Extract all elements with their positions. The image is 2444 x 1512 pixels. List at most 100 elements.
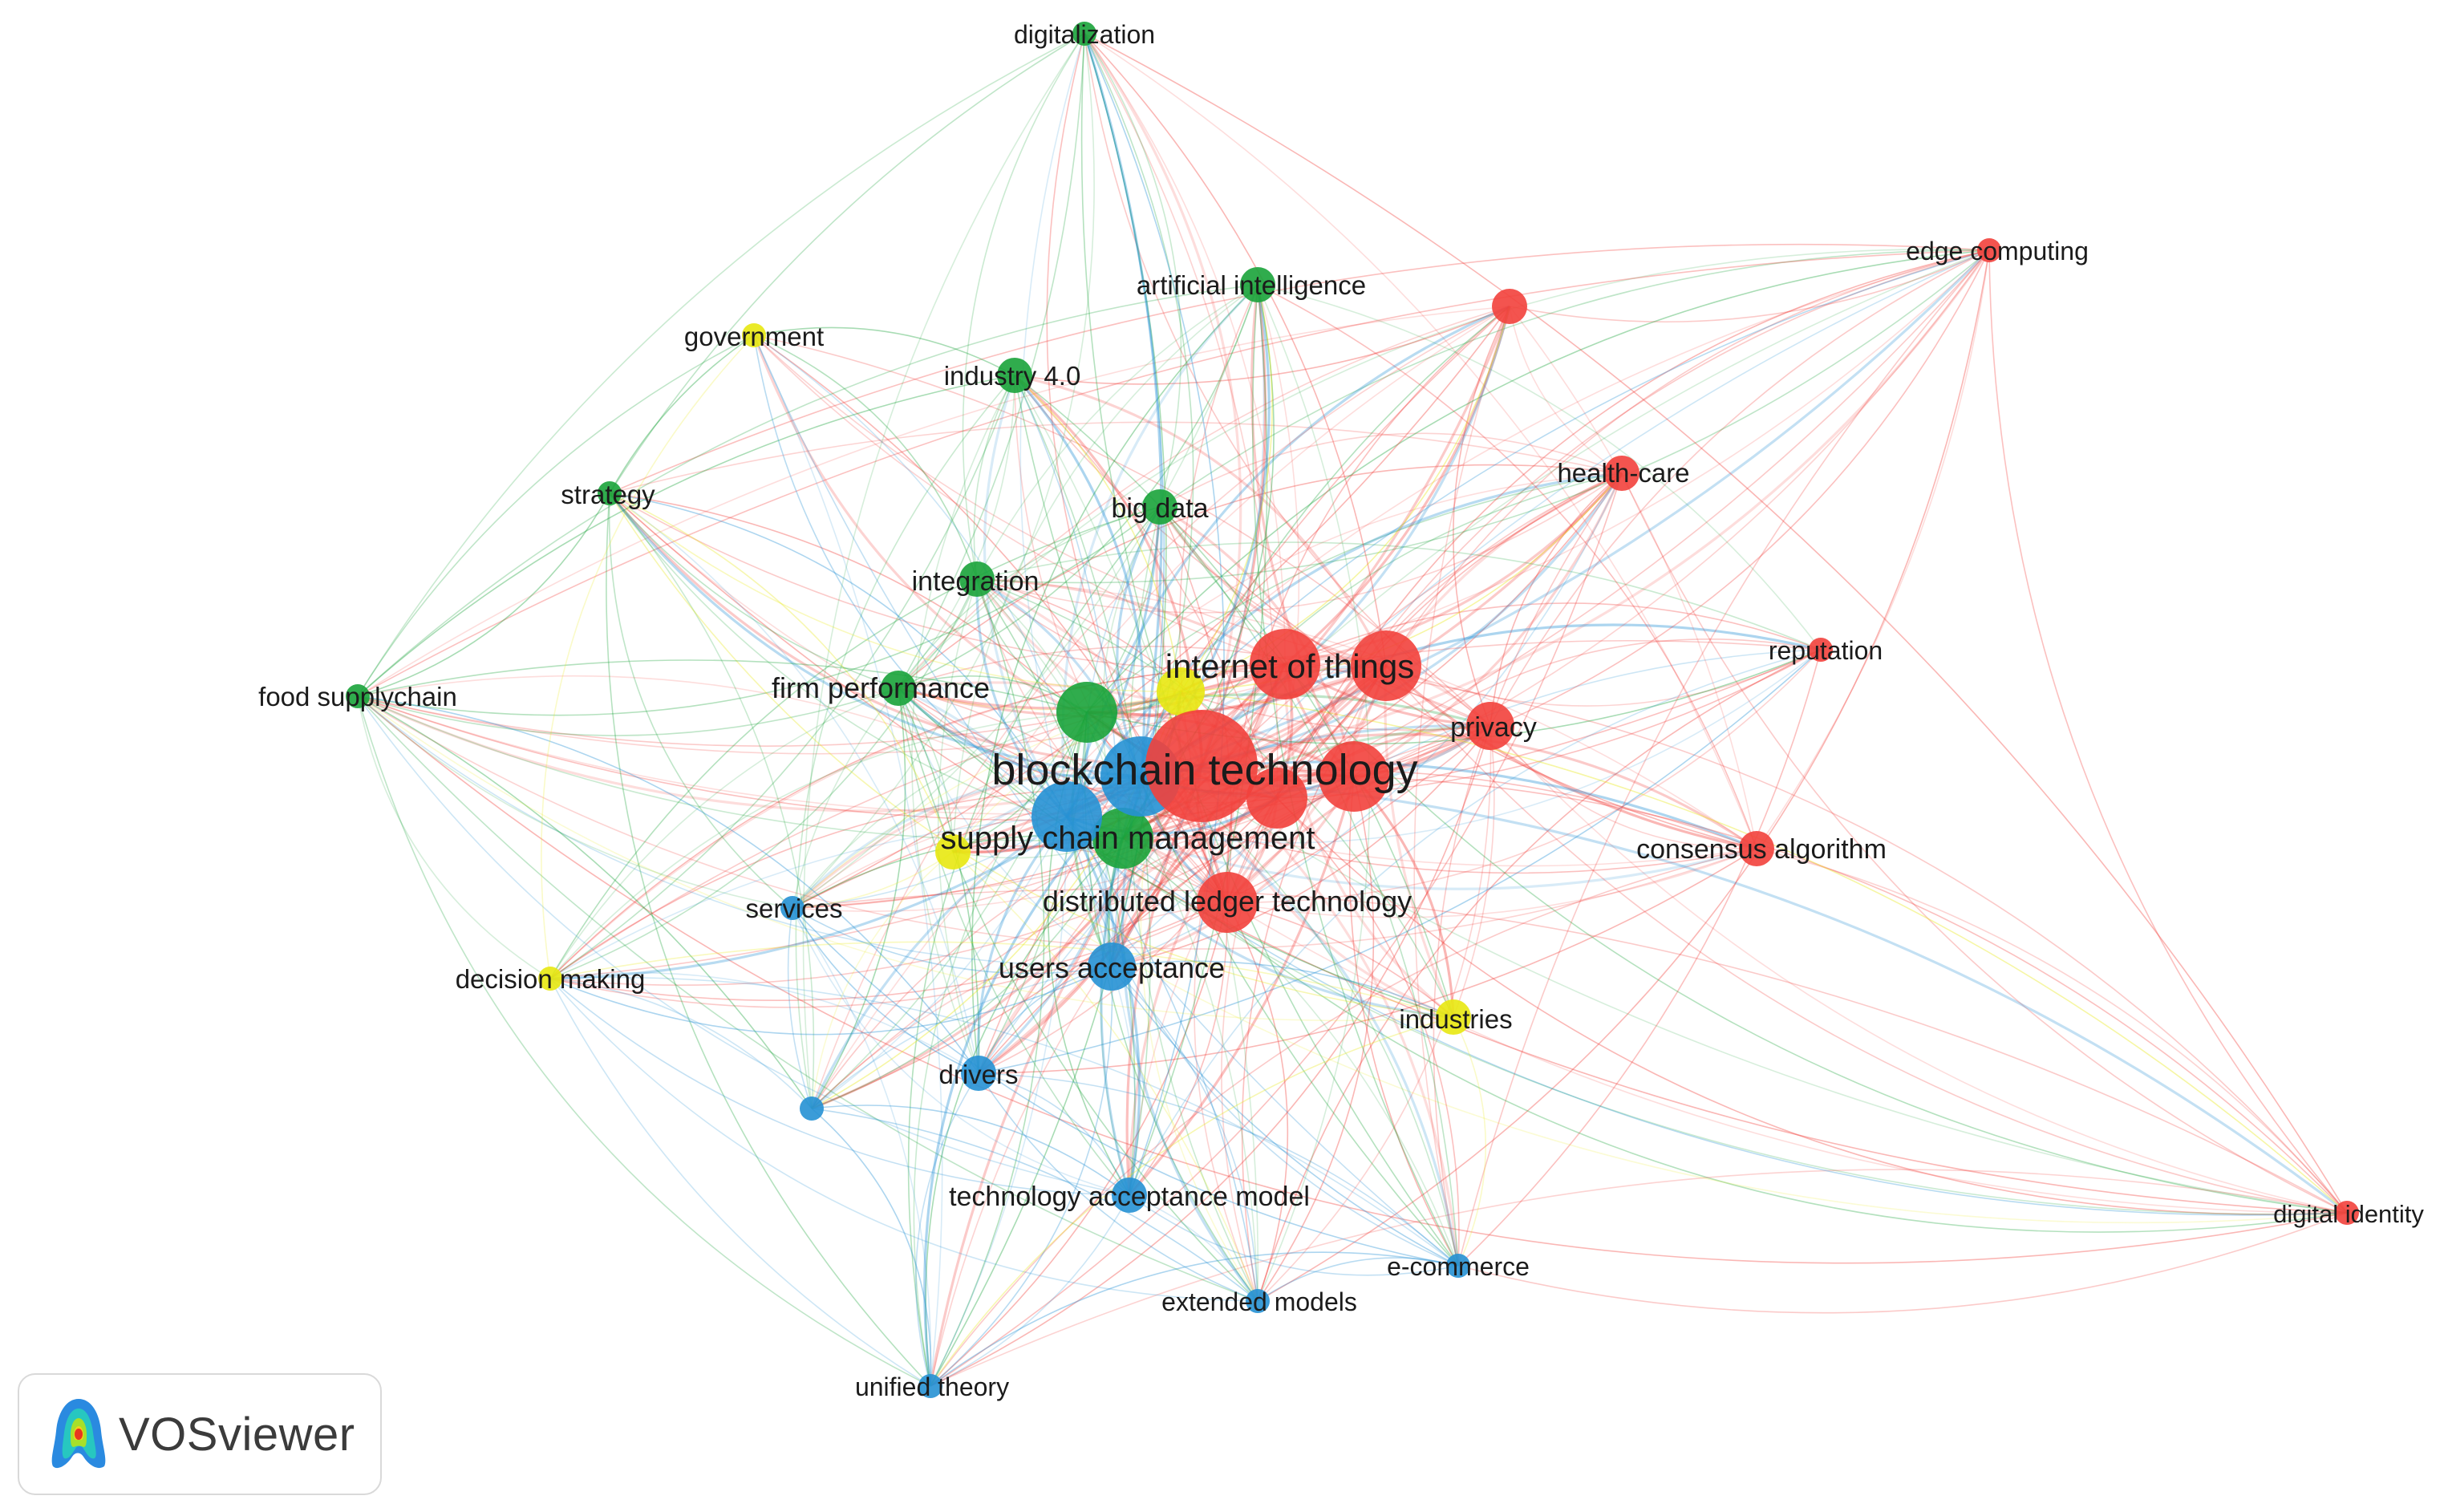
label-distributed-ledger-technology: distributed ledger technology bbox=[1043, 885, 1412, 918]
node-food-supplychain[interactable] bbox=[346, 684, 370, 708]
link-415 bbox=[792, 907, 979, 1074]
link-435 bbox=[1453, 1016, 1487, 1267]
link-269 bbox=[1084, 33, 1194, 839]
node-red-unlabeled-top[interactable] bbox=[1492, 289, 1527, 324]
node-big-data[interactable] bbox=[1142, 489, 1177, 525]
node-red-hub-c[interactable] bbox=[1246, 768, 1307, 829]
link-399 bbox=[930, 966, 1113, 1387]
link-315 bbox=[1084, 33, 1182, 508]
node-red-hub-b[interactable] bbox=[1319, 741, 1389, 812]
node-internet-of-things[interactable] bbox=[1250, 629, 1320, 699]
node-government[interactable] bbox=[742, 323, 766, 347]
link-413 bbox=[811, 1105, 1130, 1196]
link-332 bbox=[983, 375, 1068, 817]
link-6 bbox=[1200, 306, 1511, 768]
link-366 bbox=[609, 334, 755, 494]
link-402 bbox=[811, 966, 1113, 1109]
link-74 bbox=[930, 902, 1228, 1387]
link-404 bbox=[549, 966, 1113, 1036]
link-416 bbox=[792, 907, 1459, 1267]
link-462 bbox=[952, 691, 1181, 853]
link-338 bbox=[357, 284, 1258, 697]
node-extended-models[interactable] bbox=[1246, 1289, 1270, 1313]
link-54 bbox=[1226, 649, 1822, 903]
link-161 bbox=[1276, 249, 1990, 799]
link-109 bbox=[1353, 472, 1623, 778]
link-311 bbox=[975, 578, 1068, 818]
link-394 bbox=[1111, 966, 1137, 1196]
link-376 bbox=[357, 695, 931, 1387]
vosviewer-logo-icon bbox=[51, 1399, 106, 1469]
node-strategy[interactable] bbox=[598, 481, 622, 505]
node-blue-unlabeled-left[interactable] bbox=[800, 1097, 824, 1121]
node-unified-theory[interactable] bbox=[918, 1374, 942, 1398]
link-81 bbox=[952, 845, 1228, 903]
link-361 bbox=[609, 493, 979, 1074]
link-3 bbox=[1201, 472, 1623, 768]
link-414 bbox=[549, 978, 1130, 1196]
link-170 bbox=[978, 249, 1990, 1074]
node-health-care[interactable] bbox=[1604, 456, 1639, 491]
node-yellow-hub-b[interactable] bbox=[935, 834, 971, 870]
node-privacy[interactable] bbox=[1466, 702, 1514, 750]
link-410 bbox=[930, 1194, 1130, 1387]
node-blue-hub-b[interactable] bbox=[1032, 781, 1102, 852]
link-214 bbox=[357, 665, 1387, 755]
link-271 bbox=[357, 695, 1124, 841]
link-347 bbox=[1180, 284, 1273, 692]
node-distributed-ledger-technology[interactable] bbox=[1197, 872, 1258, 933]
node-consensus-algorithm[interactable] bbox=[1739, 831, 1774, 866]
node-digitalization[interactable] bbox=[1072, 22, 1096, 46]
link-241 bbox=[1257, 776, 1375, 1302]
node-services[interactable] bbox=[780, 896, 805, 920]
node-supply-chain-management[interactable] bbox=[1092, 808, 1153, 869]
node-industry-4-0[interactable] bbox=[997, 358, 1032, 393]
node-artificial-intelligence[interactable] bbox=[1240, 267, 1275, 302]
node-red-hub-a[interactable] bbox=[1351, 630, 1421, 701]
link-342 bbox=[971, 284, 1258, 1074]
link-431 bbox=[1140, 775, 1460, 1267]
link-115 bbox=[609, 421, 1623, 494]
node-blockchain-technology[interactable] bbox=[1145, 710, 1258, 822]
node-users-acceptance[interactable] bbox=[1088, 942, 1136, 991]
link-445 bbox=[753, 334, 943, 1387]
label-extended-models: extended models bbox=[1161, 1287, 1357, 1316]
link-373 bbox=[357, 695, 793, 909]
node-green-hub[interactable] bbox=[1056, 682, 1117, 743]
link-395 bbox=[792, 907, 1113, 975]
link-98 bbox=[1257, 725, 1492, 1302]
link-11 bbox=[1200, 284, 1267, 767]
link-49 bbox=[1283, 663, 1455, 1019]
link-5 bbox=[1201, 249, 1991, 768]
link-359 bbox=[357, 493, 610, 697]
label-unified-theory: unified theory bbox=[855, 1372, 1009, 1401]
node-industries[interactable] bbox=[1436, 999, 1471, 1035]
link-365 bbox=[609, 493, 815, 1109]
link-457 bbox=[549, 978, 813, 1109]
link-273 bbox=[1100, 837, 1130, 1196]
node-firm-performance[interactable] bbox=[881, 671, 916, 706]
node-decision-making[interactable] bbox=[538, 967, 562, 991]
link-33 bbox=[1284, 663, 2348, 1214]
node-digital-identity[interactable] bbox=[2335, 1201, 2359, 1225]
link-199 bbox=[978, 306, 1510, 1074]
link-34 bbox=[1283, 306, 1511, 666]
label-big-data: big data bbox=[1112, 493, 1209, 524]
link-360 bbox=[608, 493, 793, 909]
node-technology-acceptance-model[interactable] bbox=[1112, 1178, 1147, 1213]
node-e-commerce[interactable] bbox=[1446, 1254, 1470, 1278]
link-417 bbox=[792, 907, 932, 1387]
link-119 bbox=[978, 472, 1623, 1074]
link-167 bbox=[357, 249, 1990, 697]
link-355 bbox=[930, 33, 1167, 1387]
link-253 bbox=[1257, 284, 1300, 799]
node-reputation[interactable] bbox=[1809, 638, 1833, 662]
label-firm-performance: firm performance bbox=[772, 671, 990, 704]
node-edge-computing[interactable] bbox=[1977, 238, 2001, 262]
link-335 bbox=[549, 375, 1015, 979]
node-yellow-hub-a[interactable] bbox=[1157, 667, 1205, 715]
link-layer bbox=[357, 33, 2348, 1387]
node-integration[interactable] bbox=[959, 561, 995, 597]
node-drivers[interactable] bbox=[961, 1056, 996, 1091]
